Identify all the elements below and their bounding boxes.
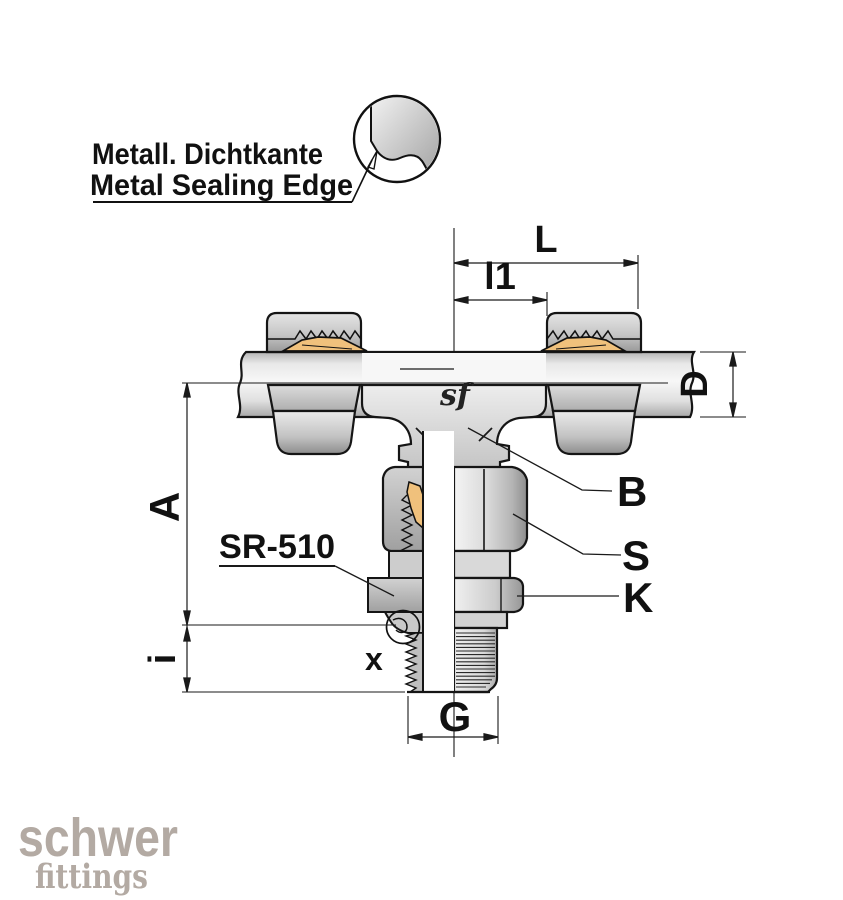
- dim-label-L: L: [534, 219, 557, 261]
- sealing-edge-highlight-circle: [385, 609, 421, 645]
- s-hex-nut: [452, 465, 529, 553]
- right-nut-threads: [546, 329, 641, 341]
- leader-lines: [219, 427, 622, 597]
- callout-text-en: Metal Sealing Edge: [90, 169, 353, 202]
- dim-label-S: S: [622, 532, 650, 579]
- dim-label-K: K: [623, 574, 653, 621]
- sealing-edge-detail-curve: [392, 617, 408, 634]
- left-nut-threads: [267, 329, 362, 341]
- branch-neck-section: [388, 550, 424, 579]
- male-thread-external: [452, 626, 499, 694]
- dim-label-l1: l1: [484, 256, 516, 298]
- right-nut: [540, 311, 643, 456]
- dim-label-B: B: [617, 468, 647, 515]
- left-nut-hex-facet2: [271, 409, 357, 456]
- left-ferrule: [279, 336, 368, 352]
- branch-khex-section: [367, 577, 424, 613]
- logo-subbrand-text: fittings: [35, 857, 148, 897]
- branch-seal-step-section: [383, 611, 424, 634]
- branch-bore: [423, 431, 454, 692]
- body-chamfer-tick-right: [478, 427, 493, 442]
- male-thread-lines: [456, 632, 495, 688]
- body-sf-mark: sf: [439, 378, 475, 413]
- leader-S: [512, 513, 622, 556]
- leader-SR510: [334, 565, 395, 597]
- product-code-label: SR-510: [219, 528, 335, 566]
- left-ferrule-split: [301, 344, 353, 350]
- dim-label-D: D: [674, 370, 716, 397]
- callout-leader-arrow: [366, 150, 378, 170]
- dim-label-A: A: [141, 492, 188, 522]
- sealing-edge-callout: Metall. Dichtkante Metal Sealing Edge: [90, 94, 442, 203]
- right-nut-hex-facet1: [546, 383, 642, 413]
- schwer-fittings-logo: schwer fittings: [18, 808, 178, 897]
- leader-B: [467, 427, 613, 492]
- right-ferrule: [540, 336, 629, 352]
- k-hex: [452, 576, 525, 614]
- dim-label-x: x: [365, 641, 383, 677]
- callout-text-de: Metall. Dichtkante: [92, 138, 323, 171]
- right-ferrule-split: [555, 344, 607, 350]
- washer-step: [452, 549, 512, 580]
- right-nut-hex-facet2: [551, 409, 637, 456]
- branch-external-right: [452, 465, 529, 694]
- branch-ferrule: [406, 480, 424, 530]
- left-nut: [265, 311, 368, 456]
- dim-label-G: G: [439, 693, 472, 740]
- dim-label-i: i: [142, 654, 184, 665]
- dimension-lines: [182, 255, 746, 744]
- left-nut-hex-facet1: [266, 383, 362, 413]
- branch-section-left: [367, 465, 425, 693]
- thread-shank-step: [452, 610, 509, 630]
- logo-brand-text: schwer: [18, 808, 178, 868]
